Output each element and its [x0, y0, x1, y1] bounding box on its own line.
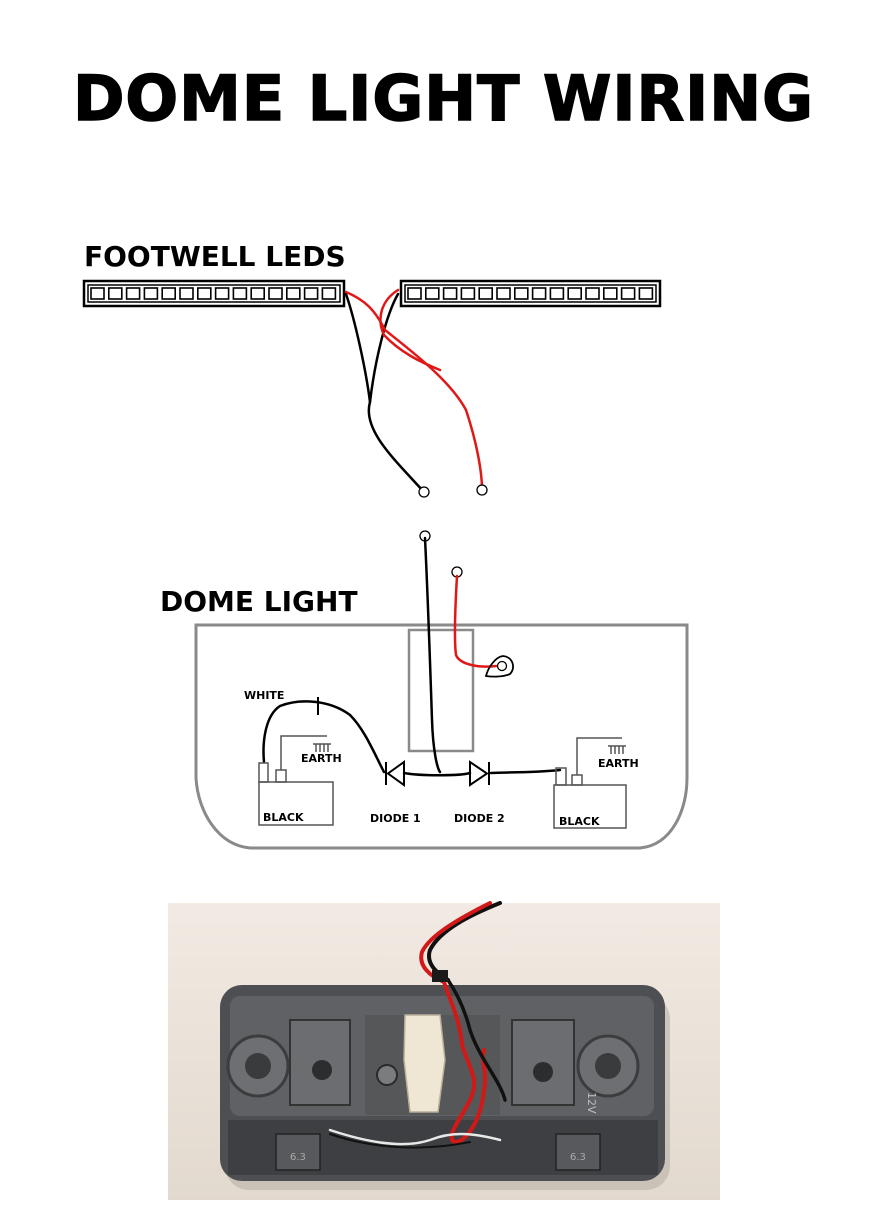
led-right-cell	[602, 287, 618, 300]
led-strip-right	[399, 279, 662, 308]
page-title: DOME LIGHT WIRING	[72, 61, 815, 136]
led-left-cell	[321, 287, 337, 300]
led-strip-left	[82, 279, 346, 308]
earth-left-label: EARTH	[301, 752, 342, 765]
black-wire-dome	[423, 536, 442, 774]
footwell-wires	[344, 288, 484, 494]
dome-light-label: DOME LIGHT	[160, 585, 358, 618]
led-right-cell	[496, 287, 511, 300]
led-right-cell	[531, 287, 547, 300]
led-right-cell	[567, 287, 583, 300]
right-bulb-socket	[553, 737, 627, 829]
led-right-cell	[478, 287, 494, 300]
led-left-cell	[232, 287, 248, 300]
diode-1-symbol	[385, 760, 405, 787]
black-right-label: BLACK	[559, 815, 600, 828]
led-right-cell	[620, 287, 636, 300]
led-right-cell	[424, 287, 440, 300]
photo-side-text: 12V	[585, 1092, 598, 1114]
led-left-cell	[268, 287, 283, 300]
connector-red-top	[476, 484, 488, 496]
led-right-cell	[442, 287, 458, 300]
led-left-cell	[197, 287, 212, 300]
red-wire-right-strip	[379, 288, 442, 372]
led-left-cell	[125, 287, 141, 300]
dome-wires	[262, 536, 562, 777]
earth-right-label: EARTH	[598, 757, 639, 770]
diode2-to-right-terminal	[489, 768, 562, 775]
led-left-cell	[179, 287, 194, 300]
connector-black-top	[418, 486, 430, 498]
diode-2-label: DIODE 2	[454, 812, 505, 825]
black-left-label: BLACK	[263, 811, 304, 824]
white-wire	[262, 700, 386, 774]
led-right-cell	[638, 287, 654, 300]
diode-1-label: DIODE 1	[370, 812, 421, 825]
led-left-cell	[285, 287, 301, 300]
white-wire-label: WHITE	[244, 689, 284, 702]
red-terminal	[484, 655, 514, 678]
led-left-cell	[90, 287, 105, 300]
black-wire-right-strip	[368, 292, 400, 404]
led-left-cell	[143, 287, 159, 300]
switch-rectangle	[407, 628, 475, 753]
led-right-cell	[407, 287, 422, 300]
led-right-cell	[513, 287, 529, 300]
dome-light-housing	[194, 623, 689, 850]
diode-2-symbol	[469, 760, 490, 787]
red-wire-left-strip	[344, 290, 484, 492]
led-left-cell	[250, 287, 265, 300]
led-right-cell	[549, 287, 565, 300]
photo-lens-right-text: 6.3	[570, 1152, 586, 1163]
led-left-cell	[108, 287, 123, 300]
diode-junction-wire	[402, 771, 472, 777]
photo-switch-block	[403, 1014, 446, 1113]
led-left-cell	[161, 287, 176, 300]
led-right-cell	[460, 287, 476, 300]
led-right-cell	[585, 287, 600, 300]
left-bulb-socket	[258, 735, 334, 826]
dome-light-photo: 6.3 6.3 12V	[168, 901, 720, 1200]
footwell-leds-label: FOOTWELL LEDS	[84, 240, 346, 273]
red-wire-dome	[453, 574, 498, 668]
led-left-cell	[303, 287, 319, 300]
led-left-cell	[214, 287, 230, 300]
photo-lens-left-text: 6.3	[290, 1152, 306, 1163]
